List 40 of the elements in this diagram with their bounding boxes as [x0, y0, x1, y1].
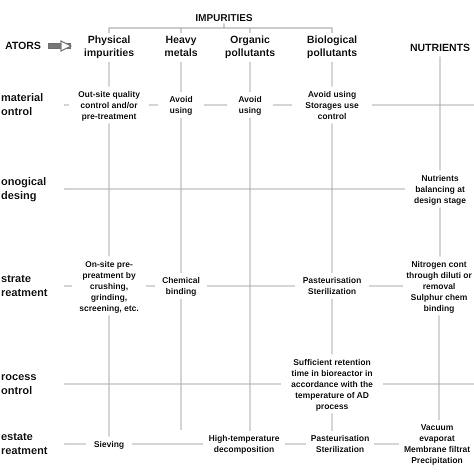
measure-text: Avoid using [230, 94, 270, 116]
row-heading: onogical desing [1, 175, 61, 203]
measure-text: Pasteurisation Sterilization [298, 275, 366, 297]
connector-line [272, 104, 292, 106]
column-heading: Heavy metals [156, 34, 206, 60]
column-heading: Organic pollutants [219, 34, 281, 60]
connector-line [108, 315, 110, 437]
connector-line [180, 118, 182, 274]
measure-text: Avoid using [161, 94, 201, 116]
measure-text: Chemical binding [158, 275, 204, 297]
measure-text: High-temperature decomposition [206, 433, 282, 455]
row-heading: material ontrol [1, 91, 61, 119]
connector-line [148, 104, 158, 106]
measure-text: Out-site quality control and/or pre-treatment [72, 88, 146, 122]
connector-line [372, 104, 474, 106]
measure-text: Avoid using Storages use control [295, 88, 369, 122]
column-heading: Physical impurities [74, 34, 144, 60]
connector-line [108, 123, 110, 257]
connector-line [180, 298, 182, 430]
row-heading: estate reatment [1, 430, 61, 458]
arrow [48, 40, 72, 52]
measure-text: Pasteurisation Sterilization [309, 433, 371, 455]
row-heading: strate reatment [1, 272, 61, 300]
column-heading: Biological pollutants [298, 34, 366, 60]
row-heading: rocess ontrol [1, 370, 61, 398]
measure-text: On-site pre-preatment by crushing, grinding, screening, etc. [75, 258, 143, 314]
column-heading: NUTRIENTS [408, 42, 472, 54]
connector-line [438, 315, 440, 420]
connector-line [180, 62, 182, 92]
measure-text: Nitrogen cont through diluti or removal Sulphur chem binding [406, 258, 472, 314]
measure-text: Sufficient retention time in bioreactor in accordance with the temperature of AD process [284, 356, 380, 412]
column-heading: IMPURITIES [174, 12, 274, 24]
measure-text: Nutrients balancing at design stage [408, 172, 472, 206]
measure-text: Sieving [89, 438, 129, 450]
connector-line [108, 62, 110, 87]
column-heading: ATORS [1, 40, 45, 52]
connector-line [204, 104, 228, 106]
connector-line [64, 188, 406, 190]
measure-text: Vacuum evaporat Membrane filtrat Precipitation [402, 422, 472, 466]
connector-line [64, 104, 70, 106]
